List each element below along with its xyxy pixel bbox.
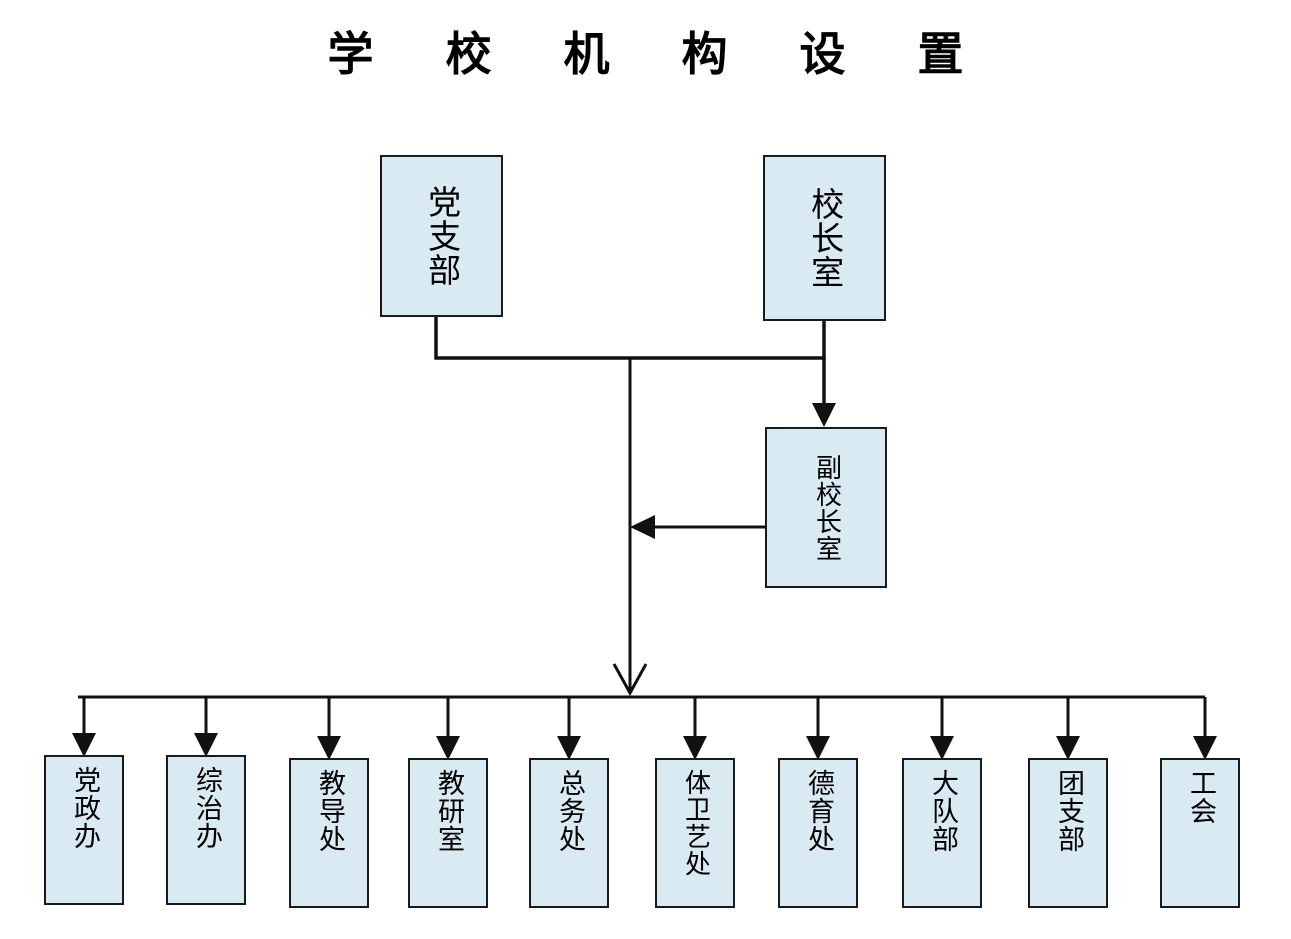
node-department-7[interactable]: 大队部 [902, 758, 982, 908]
node-department-0-label: 党政办 [69, 766, 101, 850]
node-principal-office-label: 校长室 [805, 187, 845, 289]
arrowhead-into-vice-principal [812, 403, 836, 427]
node-department-8-label: 团支部 [1053, 769, 1085, 853]
node-department-1-label: 综治办 [191, 766, 223, 850]
edge-party-to-crossbar [434, 317, 630, 360]
node-department-2[interactable]: 教导处 [289, 758, 369, 908]
node-department-3[interactable]: 教研室 [408, 758, 488, 908]
node-party-branch-label: 党支部 [422, 185, 462, 287]
node-vice-principal-office[interactable]: 副校长室 [765, 427, 887, 588]
node-department-1[interactable]: 综治办 [166, 755, 246, 905]
node-department-4-label: 总务处 [554, 769, 586, 853]
node-department-5-label: 体卫艺处 [680, 769, 711, 877]
node-party-branch[interactable]: 党支部 [380, 155, 503, 317]
node-department-9[interactable]: 工会 [1160, 758, 1240, 908]
node-department-3-label: 教研室 [433, 769, 465, 853]
node-principal-office[interactable]: 校长室 [763, 155, 886, 321]
node-vice-principal-office-label: 副校长室 [811, 453, 842, 562]
edge-principal-to-crossbar [630, 321, 826, 360]
node-department-2-label: 教导处 [314, 769, 346, 853]
arrowhead-trunk-bottom [612, 663, 648, 697]
node-department-7-label: 大队部 [927, 769, 959, 853]
page-title: 学 校 机 构 设 置 [327, 27, 992, 81]
department-drop-lines [72, 697, 1217, 760]
node-department-9-label: 工会 [1185, 769, 1217, 825]
node-department-5[interactable]: 体卫艺处 [655, 758, 735, 908]
node-department-6-label: 德育处 [803, 769, 835, 853]
node-department-4[interactable]: 总务处 [529, 758, 609, 908]
node-department-6[interactable]: 德育处 [778, 758, 858, 908]
arrowhead-into-trunk [630, 515, 655, 539]
node-department-8[interactable]: 团支部 [1028, 758, 1108, 908]
node-department-0[interactable]: 党政办 [44, 755, 124, 905]
